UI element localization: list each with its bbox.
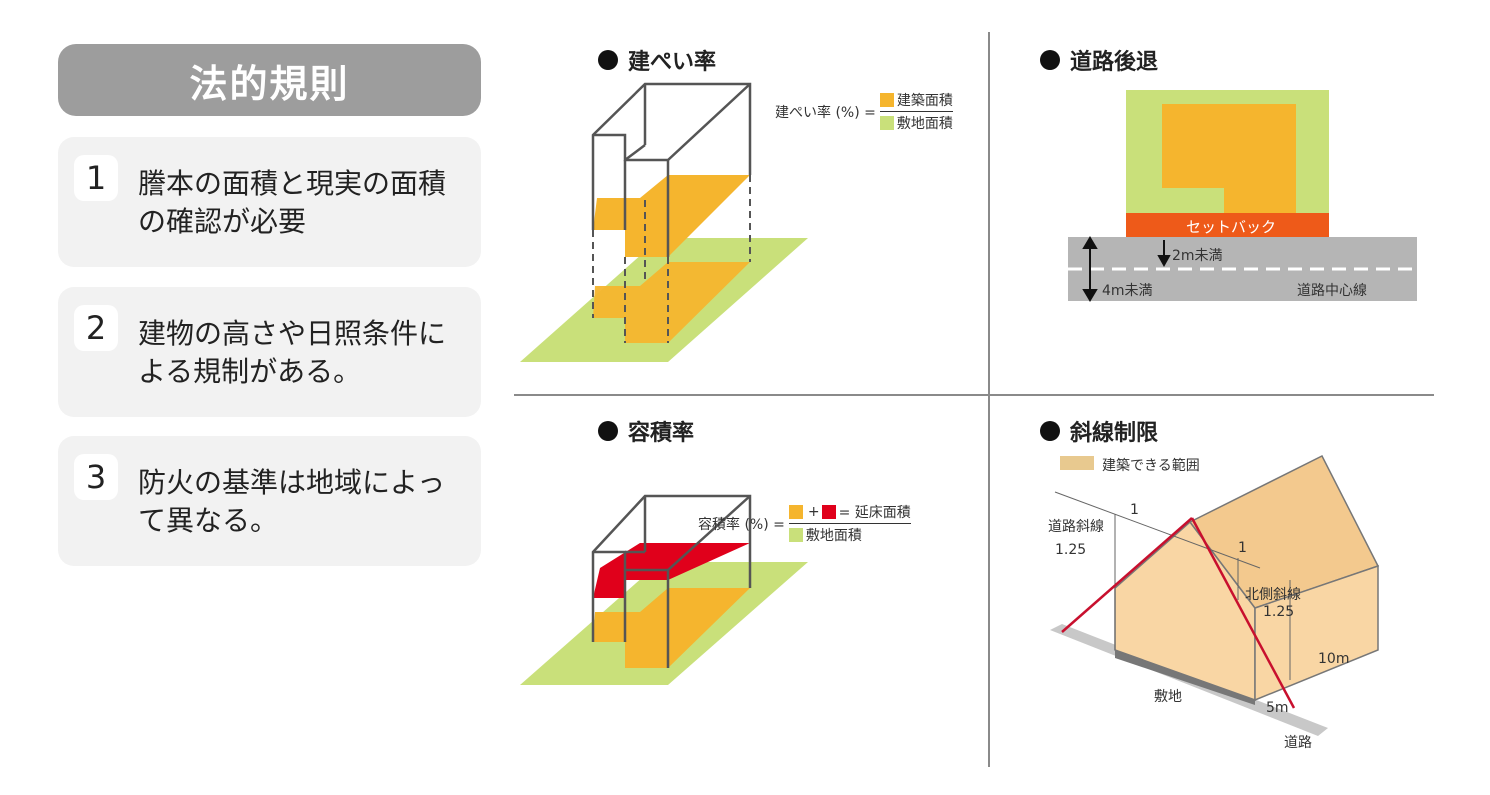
north-slope-label: 北側斜線 (1245, 587, 1301, 603)
vertical-divider (988, 32, 990, 767)
green-swatch (788, 528, 803, 542)
rule-text: 建物の高さや日照条件による規制がある。 (138, 317, 447, 388)
site-label: 敷地 (1154, 689, 1182, 705)
ratio-1-b: 1 (1238, 540, 1247, 556)
ten-m-label: 10m (1318, 651, 1350, 667)
volume-side-shape (1254, 564, 1379, 702)
rule-card-2: 2 建物の高さや日照条件による規制がある。 (58, 287, 481, 417)
rule-card-1: 1 謄本の面積と現実の面積の確認が必要 (58, 137, 481, 267)
kenpei-diagram (520, 82, 808, 362)
red-swatch (821, 505, 836, 519)
setback-title: 道路後退 (1040, 44, 1158, 76)
setback-band-label: セットバック (1186, 218, 1277, 236)
orange-swatch (879, 93, 894, 107)
centerline-label: 道路中心線 (1297, 283, 1367, 299)
yoseki-formula: 容積率 (%) = + = 延床面積 敷地面積 (698, 504, 911, 544)
bullet-icon (598, 421, 618, 441)
footprint-lower-shape (593, 262, 750, 343)
green-swatch (879, 116, 894, 130)
yoseki-upper-shape (593, 543, 750, 598)
ratio-1-a: 1 (1130, 502, 1139, 518)
shasen-diagram (1050, 454, 1380, 736)
horizontal-divider (514, 394, 1434, 396)
setback-diagram (1068, 90, 1417, 302)
road-slope-label: 道路斜線 (1048, 519, 1104, 535)
bullet-icon (598, 50, 618, 70)
bullet-icon (1040, 421, 1060, 441)
under-4m-label: 4m未満 (1102, 283, 1153, 299)
left-title: 法的規則 (58, 44, 481, 116)
setback-building-shape (1162, 104, 1296, 213)
rule-number: 2 (74, 305, 118, 351)
five-m-label: 5m (1266, 700, 1289, 716)
yoseki-diagram (520, 494, 808, 685)
rule-number: 1 (74, 155, 118, 201)
bullet-icon (1040, 50, 1060, 70)
rule-text: 防火の基準は地域によって異なる。 (138, 466, 446, 537)
shasen-title: 斜線制限 (1040, 415, 1158, 447)
rule-text: 謄本の面積と現実の面積の確認が必要 (138, 167, 447, 238)
kenpei-title: 建ぺい率 (598, 44, 716, 76)
under-2m-label: 2m未満 (1172, 248, 1223, 264)
road-label: 道路 (1284, 735, 1312, 751)
site-edge-shape (1115, 650, 1255, 705)
road-slope-value: 1.25 (1055, 542, 1087, 558)
orange-swatch (788, 505, 803, 519)
north-slope-value: 1.25 (1263, 604, 1295, 620)
rule-card-3: 3 防火の基準は地域によって異なる。 (58, 436, 481, 566)
legend-swatch (1060, 456, 1094, 470)
kenpei-formula: 建ぺい率 (%) = 建築面積 敷地面積 (775, 93, 953, 132)
yoseki-title: 容積率 (598, 415, 694, 447)
yoseki-lower-shape (593, 588, 750, 668)
setback-band-shape (1126, 213, 1329, 237)
legend-label: 建築できる範囲 (1102, 458, 1200, 474)
footprint-upper-shape (593, 175, 750, 257)
rule-number: 3 (74, 454, 118, 500)
